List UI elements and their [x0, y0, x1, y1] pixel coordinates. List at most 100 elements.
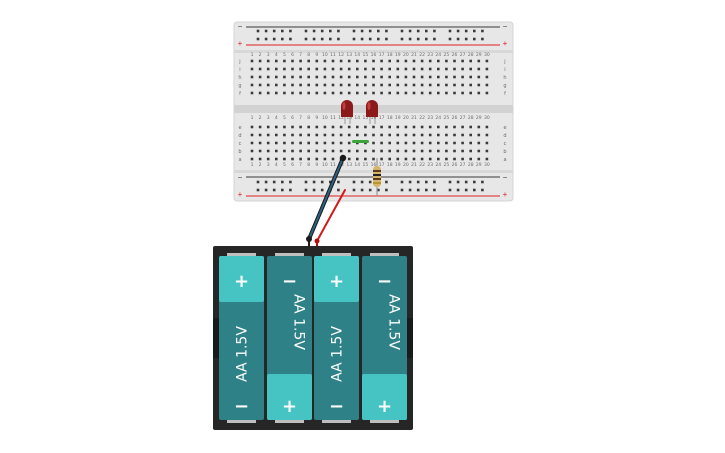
hole-j10[interactable] [323, 59, 327, 63]
hole-f25[interactable] [445, 91, 448, 95]
hole-h26[interactable] [453, 75, 456, 79]
hole-h25[interactable] [445, 75, 448, 79]
hole-b7[interactable] [299, 149, 302, 153]
hole-e30[interactable] [485, 125, 489, 129]
rail-hole-3-4-2[interactable] [464, 188, 468, 192]
hole-e12[interactable] [339, 125, 343, 129]
rail-hole-0-4-3[interactable] [473, 29, 476, 33]
hole-c25[interactable] [445, 141, 448, 145]
rail-hole-3-2-0[interactable] [352, 188, 356, 192]
rail-hole-2-2-4[interactable] [385, 180, 388, 184]
hole-b24[interactable] [437, 149, 440, 153]
hole-b3[interactable] [266, 149, 270, 153]
rail-hole-1-3-0[interactable] [400, 37, 404, 41]
hole-a6[interactable] [291, 157, 294, 161]
rail-hole-0-2-0[interactable] [352, 29, 356, 33]
hole-f14[interactable] [356, 91, 359, 95]
hole-d23[interactable] [428, 133, 432, 137]
hole-e18[interactable] [388, 125, 391, 129]
rail-hole-3-3-0[interactable] [400, 188, 404, 192]
hole-c3[interactable] [266, 141, 270, 145]
hole-d25[interactable] [445, 133, 448, 137]
battery-cell-4[interactable]: −+AA 1.5V [362, 253, 407, 423]
rail-hole-3-4-0[interactable] [448, 188, 452, 192]
hole-i9[interactable] [315, 67, 319, 71]
rail-hole-2-0-1[interactable] [264, 180, 268, 184]
hole-f4[interactable] [275, 91, 278, 95]
rail-hole-3-3-1[interactable] [408, 188, 412, 192]
hole-j16[interactable] [372, 59, 375, 63]
hole-e19[interactable] [396, 125, 400, 129]
rail-hole-2-0-4[interactable] [289, 180, 292, 184]
hole-d12[interactable] [339, 133, 343, 137]
hole-d7[interactable] [299, 133, 302, 137]
hole-d15[interactable] [364, 133, 367, 137]
hole-i4[interactable] [275, 67, 278, 71]
hole-f9[interactable] [315, 91, 319, 95]
hole-a27[interactable] [461, 157, 464, 161]
rail-hole-1-2-3[interactable] [377, 37, 380, 41]
hole-b20[interactable] [404, 149, 408, 153]
hole-b17[interactable] [380, 149, 383, 153]
hole-e16[interactable] [372, 125, 375, 129]
hole-f18[interactable] [388, 91, 391, 95]
rail-hole-0-3-4[interactable] [433, 29, 436, 33]
rail-hole-0-0-4[interactable] [289, 29, 292, 33]
hole-e10[interactable] [323, 125, 327, 129]
rail-hole-2-1-4[interactable] [337, 180, 340, 184]
hole-a4[interactable] [275, 157, 278, 161]
hole-i3[interactable] [266, 67, 270, 71]
hole-b12[interactable] [339, 149, 343, 153]
hole-i13[interactable] [347, 67, 351, 71]
hole-j18[interactable] [388, 59, 391, 63]
rail-hole-1-0-1[interactable] [264, 37, 268, 41]
hole-d27[interactable] [461, 133, 464, 137]
hole-b19[interactable] [396, 149, 400, 153]
hole-d19[interactable] [396, 133, 400, 137]
hole-h2[interactable] [258, 75, 262, 79]
rail-hole-0-4-1[interactable] [456, 29, 460, 33]
hole-e9[interactable] [315, 125, 319, 129]
hole-h13[interactable] [347, 75, 351, 79]
hole-b26[interactable] [453, 149, 456, 153]
rail-hole-2-1-3[interactable] [329, 180, 332, 184]
hole-h18[interactable] [388, 75, 391, 79]
hole-g10[interactable] [323, 83, 327, 87]
negative-wire-end-breadboard[interactable] [339, 154, 347, 162]
hole-g16[interactable] [372, 83, 375, 87]
hole-j21[interactable] [412, 59, 416, 63]
hole-a22[interactable] [420, 157, 424, 161]
rail-hole-1-4-1[interactable] [456, 37, 460, 41]
rail-hole-0-2-3[interactable] [377, 29, 380, 33]
hole-b1[interactable] [250, 149, 254, 153]
hole-h5[interactable] [283, 75, 286, 79]
rail-hole-1-4-2[interactable] [464, 37, 468, 41]
hole-f27[interactable] [461, 91, 464, 95]
rail-hole-3-1-4[interactable] [337, 188, 340, 192]
hole-f7[interactable] [299, 91, 302, 95]
hole-j2[interactable] [258, 59, 262, 63]
hole-h10[interactable] [323, 75, 327, 79]
rail-hole-0-2-4[interactable] [385, 29, 388, 33]
hole-h12[interactable] [339, 75, 343, 79]
hole-i6[interactable] [291, 67, 294, 71]
hole-e2[interactable] [258, 125, 262, 129]
hole-b22[interactable] [420, 149, 424, 153]
hole-g15[interactable] [364, 83, 367, 87]
hole-j27[interactable] [461, 59, 464, 63]
rail-hole-1-0-2[interactable] [272, 37, 276, 41]
hole-c23[interactable] [428, 141, 432, 145]
rail-hole-0-0-2[interactable] [272, 29, 276, 33]
hole-h16[interactable] [372, 75, 375, 79]
hole-g14[interactable] [356, 83, 359, 87]
rail-hole-0-3-1[interactable] [408, 29, 412, 33]
rail-hole-1-1-2[interactable] [320, 37, 324, 41]
hole-f8[interactable] [307, 91, 310, 95]
hole-f24[interactable] [437, 91, 440, 95]
hole-c5[interactable] [283, 141, 286, 145]
rail-hole-3-0-2[interactable] [272, 188, 276, 192]
rail-hole-3-4-1[interactable] [456, 188, 460, 192]
hole-i24[interactable] [437, 67, 440, 71]
hole-h1[interactable] [250, 75, 254, 79]
hole-j17[interactable] [380, 59, 383, 63]
